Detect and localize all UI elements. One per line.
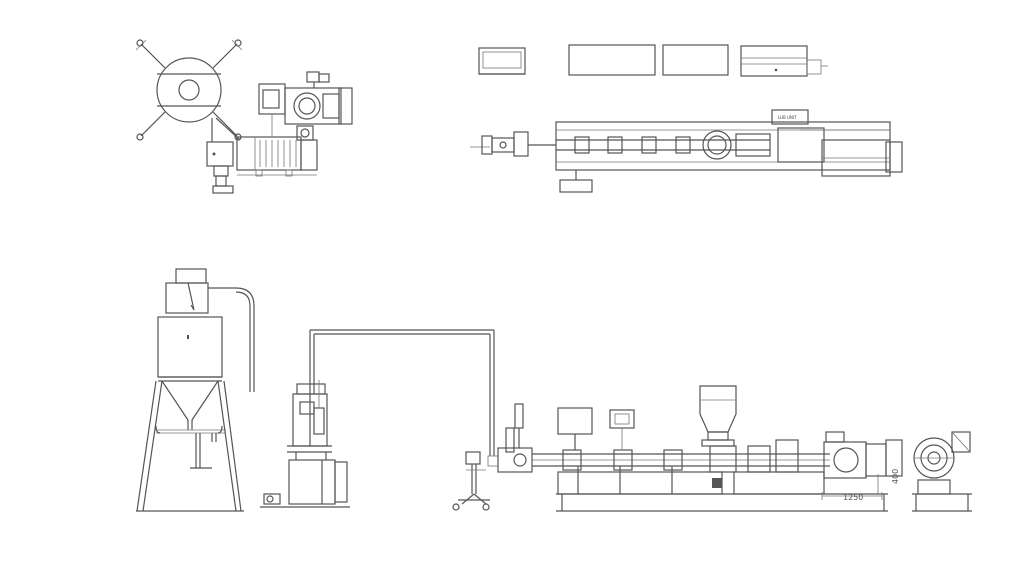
extruder-line-plan: LUB UNIT xyxy=(470,109,903,193)
control-cabinets-plan xyxy=(478,44,828,77)
elevation-gear-motor xyxy=(912,431,972,512)
plan-view-feeder-group xyxy=(135,39,353,194)
dimension-horizontal: 1250 xyxy=(843,493,863,502)
dimension-vertical: 400 xyxy=(891,469,900,484)
cooling-bath-plan xyxy=(236,136,318,177)
lub-unit-label: LUB UNIT xyxy=(778,115,797,120)
elevation-die-trolley xyxy=(452,451,499,511)
unwinder-reel-plan xyxy=(135,39,243,142)
elevation-silo xyxy=(136,268,255,512)
extruder-head-plan xyxy=(258,71,353,141)
elevation-puller-cutter xyxy=(260,329,495,508)
plan-view-extrusion-line: LUB UNIT xyxy=(470,44,903,193)
elevation-main-extruder: 1250 400 xyxy=(497,385,903,512)
pump-unit-plan xyxy=(206,141,234,194)
